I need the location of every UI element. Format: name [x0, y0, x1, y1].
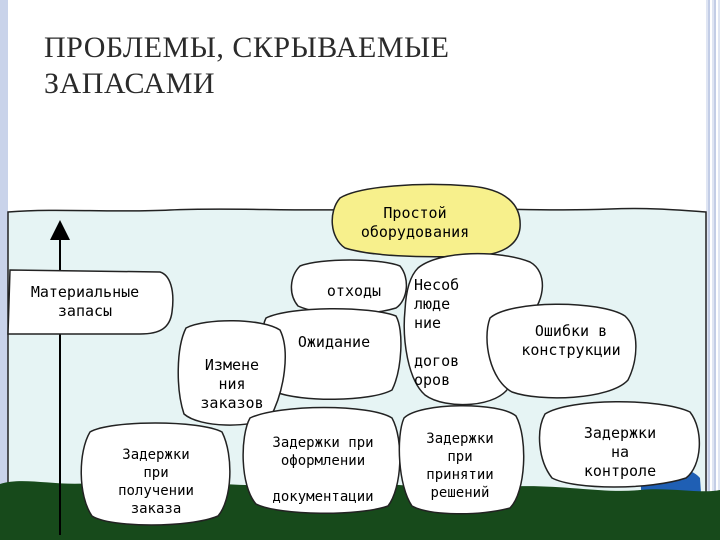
label-receiving-delays: Задержки при получении заказа: [118, 447, 194, 517]
label-waiting: Ожидание: [297, 333, 371, 351]
slide-frame-right: [706, 0, 720, 540]
rock-design-errors: [486, 303, 637, 399]
rock-decision-delays: [398, 405, 525, 515]
title-line-1: ПРОБЛЕМЫ, СКРЫВАЕМЫЕ: [44, 31, 450, 64]
slide-frame-left: [0, 0, 8, 540]
label-design-errors: Ошибки в конструкции: [521, 322, 621, 359]
label-waste: отходы: [326, 282, 382, 300]
rock-downtime: [331, 183, 521, 258]
label-unreliable-contracts: Несоб люде ние догов оров: [414, 276, 460, 389]
label-inventory: Материальные запасы: [30, 283, 140, 320]
label-downtime: Простой оборудования: [360, 204, 470, 241]
rock-receiving-delays: [80, 422, 231, 526]
title-line-2: ЗАПАСАМИ: [44, 67, 216, 100]
rock-paperwork-delays: [242, 406, 401, 514]
label-paperwork-delays: Задержки при оформлении документации: [272, 435, 374, 505]
rock-waste: [290, 259, 408, 315]
slide-title: ПРОБЛЕМЫ, СКРЫВАЕМЫЕ ЗАПАСАМИ: [44, 30, 644, 102]
rock-inspection-delays: [538, 401, 701, 488]
label-order-changes: Измене ния заказов: [200, 356, 264, 412]
label-decision-delays: Задержки при принятии решений: [426, 431, 494, 501]
rock-inventory: [7, 269, 174, 335]
label-inspection-delays: Задержки на контроле: [583, 424, 657, 480]
